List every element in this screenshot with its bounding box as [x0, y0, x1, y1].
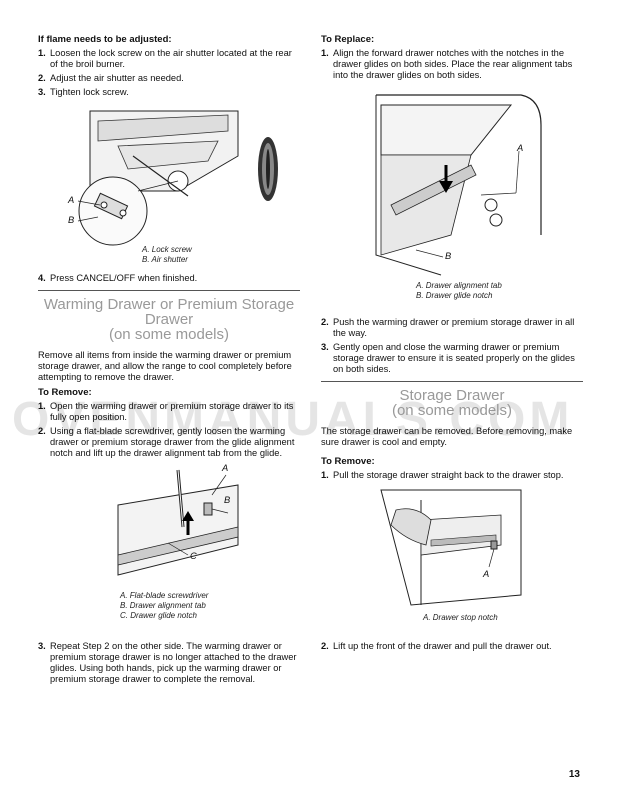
fig4-label-a: A [483, 569, 490, 579]
list-item: 2.Adjust the air shutter as needed. [38, 73, 184, 83]
right-column: To Replace: 1.Align the forward drawer n… [321, 34, 583, 655]
up-arrow-icon [182, 511, 194, 535]
storage-to-remove-heading: To Remove: [321, 456, 375, 467]
watermark: OVENMANUALS.COM [12, 393, 574, 446]
section-divider [38, 290, 300, 291]
list-item: 1.Align the forward drawer notches with … [321, 48, 573, 80]
drawer-alignment-illustration [375, 94, 542, 276]
air-shutter-illustration [77, 110, 278, 246]
list-item: 2.Using a flat-blade screwdriver, gently… [38, 426, 295, 458]
warming-drawer-intro: Remove all items from inside the warming… [38, 350, 292, 382]
fig3-caption-b: B. Drawer glide notch [416, 291, 493, 300]
section-title: Warming Drawer or Premium Storage Drawer… [43, 296, 295, 343]
page-number: 13 [568, 769, 580, 780]
fig3-label-b: B [445, 251, 452, 261]
drawer-alignment-figure: A B A. Drawer alignment tab B. Drawer gl… [321, 85, 583, 307]
fig2-caption-a: A. Flat-blade screwdriver [120, 591, 209, 600]
fig1-label-a: A [68, 195, 75, 205]
drawer-stop-illustration [380, 489, 522, 606]
fig1-caption-b: B. Air shutter [142, 255, 188, 264]
list-item: 3.Repeat Step 2 on the other side. The w… [38, 641, 297, 684]
list-item: 2.Push the warming drawer or premium sto… [321, 317, 575, 338]
left-column: If flame needs to be adjusted: 1.Loosen … [38, 34, 300, 688]
section-divider [321, 381, 583, 382]
storage-section-title: Storage Drawer (on some models) [391, 387, 513, 419]
fig2-label-a: A [222, 463, 229, 473]
fig3-label-a: A [517, 143, 524, 153]
screwdriver-figure: A B C A. Flat-blade screwdriver B. Drawe… [38, 463, 300, 627]
fig2-label-b: B [224, 495, 231, 505]
fig2-caption-c: C. Drawer glide notch [120, 611, 197, 620]
list-item: 1.Open the warming drawer or premium sto… [38, 401, 294, 422]
down-arrow-icon [439, 165, 453, 193]
to-replace-heading: To Replace: [321, 34, 375, 45]
list-item: 3.Tighten lock screw. [38, 87, 129, 97]
list-item: 4.Press CANCEL/OFF when finished. [38, 273, 198, 283]
air-shutter-figure: A B A. Lock screw B. Air shutter [38, 101, 300, 269]
list-item: 1.Pull the storage drawer straight back … [321, 470, 564, 480]
list-item: 2.Lift up the front of the drawer and pu… [321, 641, 552, 651]
screwdriver-illustration [117, 469, 239, 576]
list-item: 3.Gently open and close the warming draw… [321, 342, 575, 374]
storage-drawer-intro: The storage drawer can be removed. Befor… [321, 426, 573, 447]
flame-heading: If flame needs to be adjusted: [38, 34, 172, 45]
fig2-label-c: C [190, 551, 197, 561]
fig2-caption-b: B. Drawer alignment tab [120, 601, 206, 610]
list-item: 1.Loosen the lock screw on the air shutt… [38, 48, 292, 69]
drawer-stop-figure: A A. Drawer stop notch [321, 485, 583, 635]
fig4-caption-a: A. Drawer stop notch [423, 613, 498, 622]
to-remove-heading: To Remove: [38, 387, 92, 398]
fig3-caption-a: A. Drawer alignment tab [416, 281, 502, 290]
fig1-caption-a: A. Lock screw [142, 245, 192, 254]
flame-icon [258, 137, 278, 201]
fig1-label-b: B [68, 215, 75, 225]
